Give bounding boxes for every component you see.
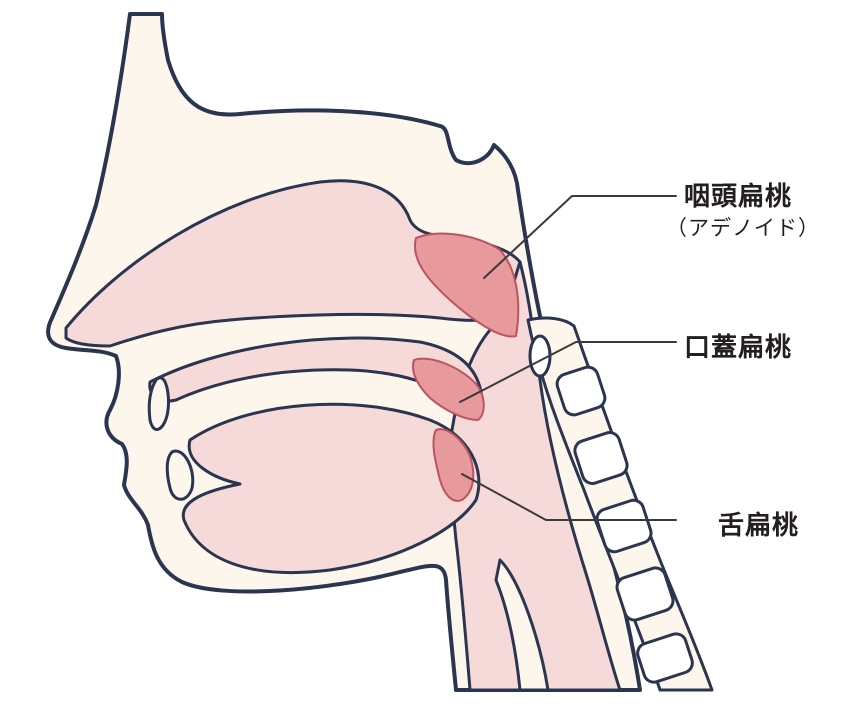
upper-teeth bbox=[147, 376, 170, 431]
label-palatine-tonsil: 口蓋扁桃 bbox=[684, 333, 793, 363]
pharynx bbox=[448, 260, 622, 692]
vertebra bbox=[615, 566, 675, 622]
label-pharyngeal-tonsil: 咽頭扁桃 bbox=[684, 182, 793, 212]
vertebra bbox=[555, 365, 607, 417]
lingual-tonsil-shape bbox=[432, 428, 475, 502]
leader-line-palatine bbox=[459, 341, 677, 403]
larynx bbox=[494, 558, 550, 692]
palatine-tonsil-shape bbox=[412, 357, 485, 421]
pharyngeal-tonsil-shape bbox=[413, 232, 520, 338]
tongue bbox=[181, 402, 481, 574]
vertebra bbox=[595, 498, 653, 554]
leader-line-pharyngeal bbox=[483, 195, 677, 279]
leader-line-lingual bbox=[461, 473, 677, 521]
label-pharyngeal-tonsil-alt: （アデノイド） bbox=[666, 216, 820, 240]
lower-teeth bbox=[165, 449, 195, 501]
label-lingual-tonsil: 舌扁桃 bbox=[718, 511, 800, 541]
vertebra bbox=[636, 632, 694, 684]
vertebra bbox=[573, 431, 629, 485]
